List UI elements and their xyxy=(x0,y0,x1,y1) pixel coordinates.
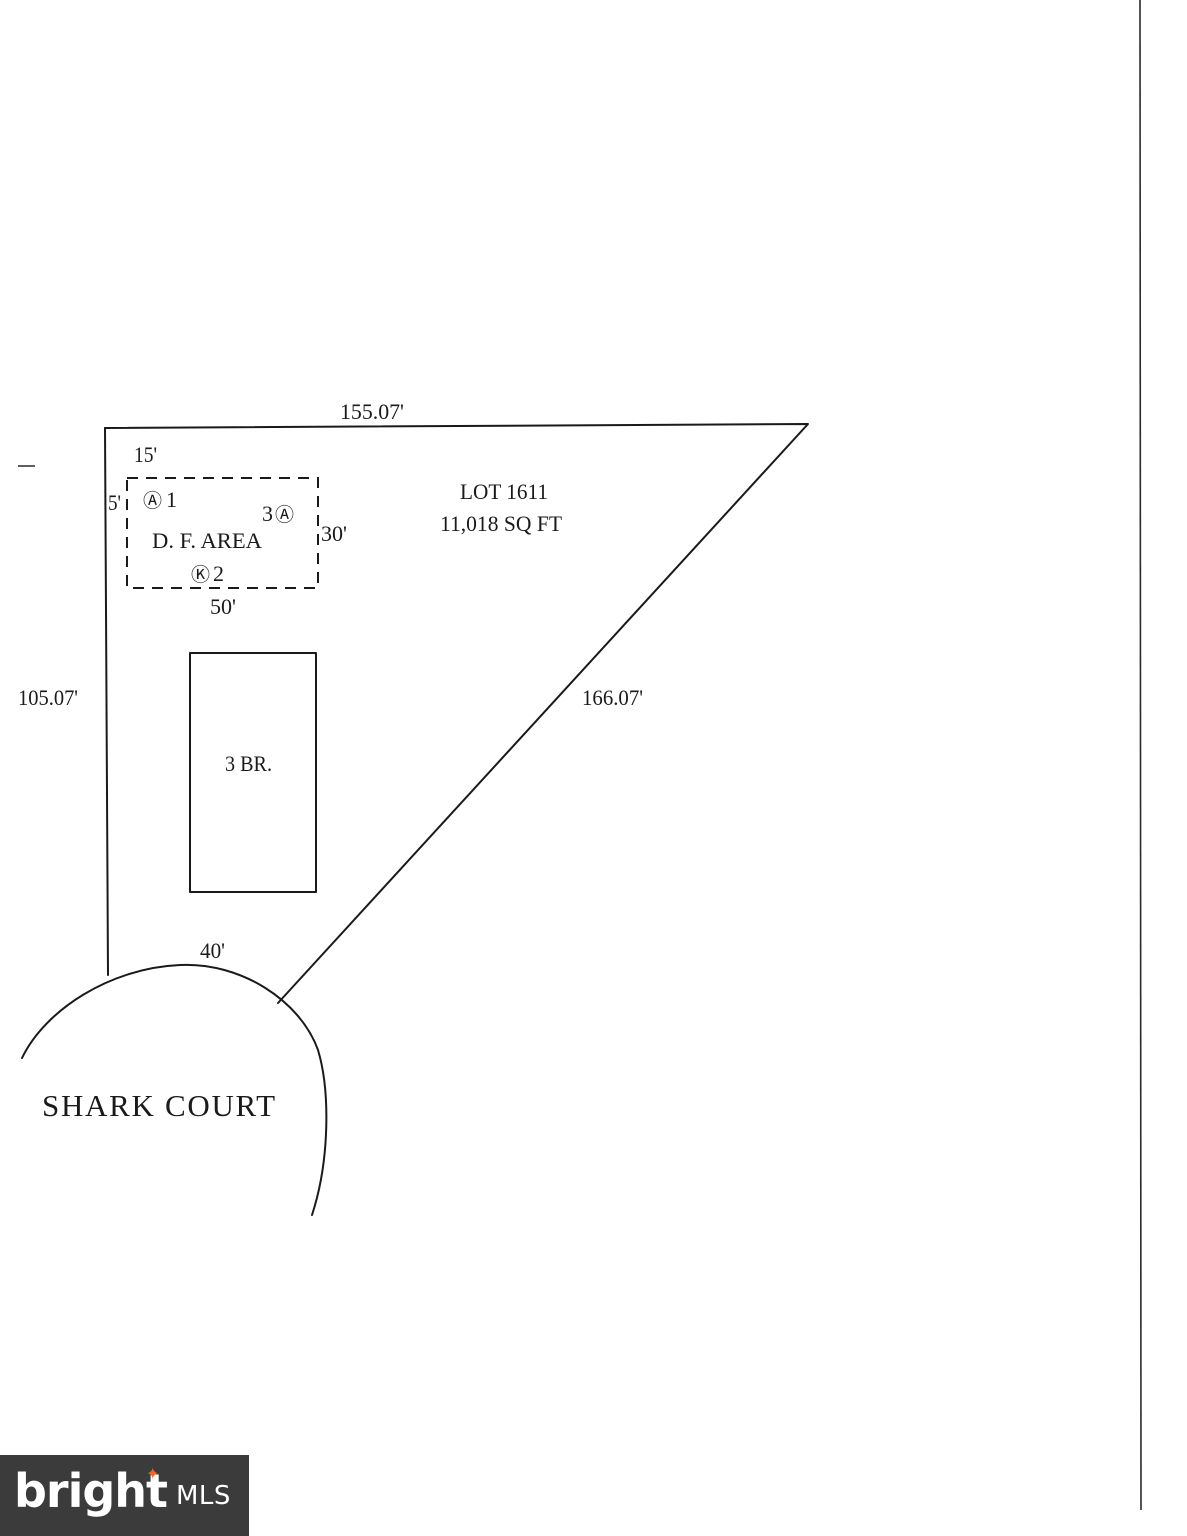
lot-area-label: 11,018 SQ FT xyxy=(440,511,563,536)
lot-boundary-top-and-diagonal xyxy=(104,423,809,1004)
dimension-df-width: 50' xyxy=(210,594,236,619)
cul-de-sac-arc xyxy=(21,963,328,1216)
lot-boundary-left xyxy=(104,427,109,976)
df-marker-3-number: 3 xyxy=(262,501,273,526)
df-marker-3-symbol: Ⓐ xyxy=(275,504,294,526)
logo-spark-icon: ✦ xyxy=(146,1464,160,1483)
df-marker-1-symbol: Ⓐ xyxy=(143,490,162,512)
street-name-label: SHARK COURT xyxy=(42,1088,276,1123)
dimension-setback-top: 15' xyxy=(134,442,157,467)
dimension-frontage: 40' xyxy=(200,938,225,963)
page-edge-line xyxy=(1139,0,1142,1511)
df-marker-2-number: 2 xyxy=(213,561,224,586)
logo-brand-text: bright xyxy=(14,1464,168,1518)
lot-number-label: LOT 1611 xyxy=(460,479,548,504)
logo-suffix-text: MLS xyxy=(176,1481,231,1511)
dimension-setback-side: 5' xyxy=(108,490,121,515)
df-marker-1-number: 1 xyxy=(166,487,177,512)
dimension-left: 105.07' xyxy=(18,685,78,710)
dimension-top: 155.07' xyxy=(340,399,404,424)
house-label: 3 BR. xyxy=(225,751,272,776)
house-footprint xyxy=(189,652,317,893)
bright-mls-logo: bright ✦ MLS xyxy=(0,1455,249,1536)
df-marker-2-symbol: Ⓚ xyxy=(191,564,210,586)
dimension-df-depth: 30' xyxy=(321,521,347,546)
df-area-outline xyxy=(126,477,319,589)
dimension-diagonal: 166.07' xyxy=(582,685,643,710)
df-area-label: D. F. AREA xyxy=(152,528,262,553)
